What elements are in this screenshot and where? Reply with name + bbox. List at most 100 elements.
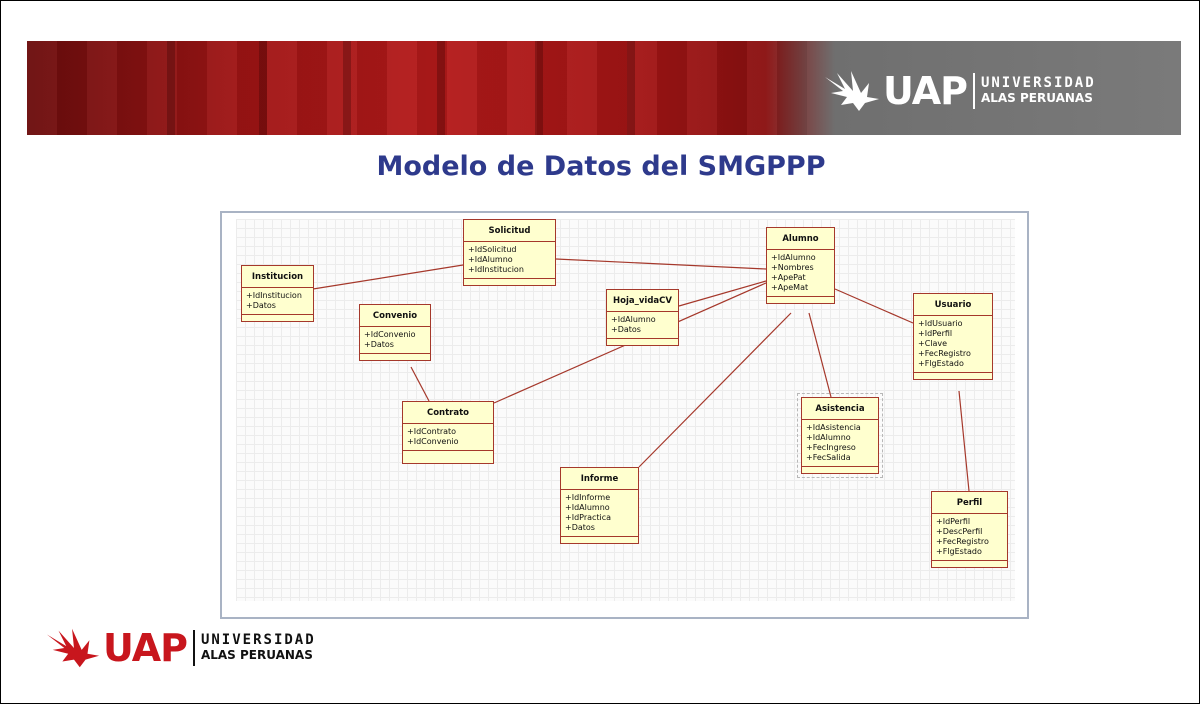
class-name: Usuario — [914, 294, 992, 316]
class-attribute: +IdInstitucion — [246, 291, 302, 300]
logo-line-2: ALAS PERUANAS — [200, 648, 313, 662]
class-attribute: +IdAlumno — [771, 253, 816, 262]
class-attribute: +Clave — [918, 339, 948, 348]
eagle-icon — [46, 628, 100, 668]
class-name: Asistencia — [802, 398, 878, 420]
banner-stripe — [167, 41, 175, 135]
class-name: Institucion — [242, 266, 313, 288]
class-attribute: +IdPractica — [565, 513, 612, 522]
class-attribute: +FlgEstado — [936, 547, 982, 556]
logo-divider — [972, 73, 975, 109]
class-attribute: +IdAlumno — [468, 255, 513, 264]
class-attribute: +DescPerfil — [936, 527, 983, 536]
class-operations — [932, 561, 1007, 567]
banner-stripe — [437, 41, 445, 135]
class-attribute: +IdPerfil — [918, 329, 953, 338]
class-operations — [561, 537, 638, 543]
class-attribute: +IdAlumno — [565, 503, 610, 512]
header-logo: UAP UNIVERSIDAD ALAS PERUANAS — [823, 67, 1143, 115]
class-operations — [802, 467, 878, 473]
class-attribute: +IdUsuario — [918, 319, 963, 328]
relation-solicitud-alumno — [555, 258, 767, 270]
class-operations — [242, 315, 313, 321]
class-attribute: +IdPerfil — [936, 517, 971, 526]
class-attributes: +IdAlumno +Datos — [607, 312, 678, 339]
logo-line-1: UNIVERSIDAD — [200, 632, 316, 648]
class-attributes: +IdSolicitud +IdAlumno +IdInstitucion — [464, 242, 555, 279]
header-banner — [27, 41, 1181, 135]
class-attribute: +IdSolicitud — [468, 245, 517, 254]
class-informe[interactable]: Informe +IdInforme +IdAlumno +IdPractica… — [560, 467, 639, 544]
class-attributes: +IdContrato +IdConvenio — [403, 424, 493, 451]
logo-line-2: ALAS PERUANAS — [980, 91, 1093, 105]
class-asistencia[interactable]: Asistencia +IdAsistencia +IdAlumno +FecI… — [797, 393, 883, 478]
logo-line-1: UNIVERSIDAD — [980, 75, 1096, 91]
class-attribute: +IdAlumno — [611, 315, 656, 324]
class-attribute: +FecRegistro — [936, 537, 989, 546]
relation-institucion-solicitud — [312, 264, 464, 290]
class-attributes: +IdPerfil +DescPerfil +FecRegistro +FlgE… — [932, 514, 1007, 561]
class-operations — [607, 339, 678, 345]
class-convenio[interactable]: Convenio +IdConvenio +Datos — [359, 304, 431, 361]
class-hoja-vidacv[interactable]: Hoja_vidaCV +IdAlumno +Datos — [606, 289, 679, 346]
class-operations — [360, 354, 430, 360]
logo-text: UAP — [103, 626, 188, 670]
class-attribute: +FlgEstado — [918, 359, 964, 368]
class-institucion[interactable]: Institucion +IdInstitucion +Datos — [241, 265, 314, 322]
logo-university-name: UNIVERSIDAD ALAS PERUANAS — [981, 76, 1096, 106]
class-operations — [767, 297, 834, 303]
class-attribute: +Datos — [611, 325, 641, 334]
class-attribute: +IdInforme — [565, 493, 611, 502]
class-attribute: +IdAsistencia — [806, 423, 861, 432]
class-attribute: +IdConvenio — [364, 330, 416, 339]
class-attribute: +IdInstitucion — [468, 265, 524, 274]
class-alumno[interactable]: Alumno +IdAlumno +Nombres +ApePat +ApeMa… — [766, 227, 835, 304]
class-attribute: +ApePat — [771, 273, 806, 282]
class-name: Convenio — [360, 305, 430, 327]
class-usuario[interactable]: Usuario +IdUsuario +IdPerfil +Clave +Fec… — [913, 293, 993, 380]
class-attributes: +IdAlumno +Nombres +ApePat +ApeMat — [767, 250, 834, 297]
banner-stripe — [259, 41, 267, 135]
class-attribute: +FecSalida — [806, 453, 851, 462]
class-attribute: +ApeMat — [771, 283, 809, 292]
class-attribute: +IdAlumno — [806, 433, 851, 442]
eagle-icon — [825, 71, 879, 111]
class-attributes: +IdConvenio +Datos — [360, 327, 430, 354]
class-name: Solicitud — [464, 220, 555, 242]
class-operations — [403, 451, 493, 463]
relation-usuario-perfil — [958, 390, 970, 492]
class-attribute: +IdConvenio — [407, 437, 459, 446]
class-name: Contrato — [403, 402, 493, 424]
class-name: Alumno — [767, 228, 834, 250]
class-operations — [914, 373, 992, 379]
relation-alumno-informe — [638, 312, 792, 468]
banner-texture — [27, 41, 807, 135]
relation-alumno-usuario — [834, 288, 914, 324]
class-perfil[interactable]: Perfil +IdPerfil +DescPerfil +FecRegistr… — [931, 491, 1008, 568]
class-attribute: +Nombres — [771, 263, 814, 272]
class-attribute: +Datos — [246, 301, 276, 310]
class-operations — [464, 279, 555, 285]
footer-logo: UAP UNIVERSIDAD ALAS PERUANAS — [45, 623, 345, 673]
banner-stripe — [535, 41, 543, 135]
class-contrato[interactable]: Contrato +IdContrato +IdConvenio — [402, 401, 494, 464]
class-attribute: +Datos — [364, 340, 394, 349]
class-attributes: +IdAsistencia +IdAlumno +FecIngreso +Fec… — [802, 420, 878, 467]
logo-text: UAP — [883, 69, 968, 113]
relation-hoja-alumno — [678, 280, 767, 307]
logo-divider — [192, 630, 195, 666]
class-solicitud[interactable]: Solicitud +IdSolicitud +IdAlumno +IdInst… — [463, 219, 556, 286]
class-name: Hoja_vidaCV — [607, 290, 678, 312]
relation-convenio-contrato — [410, 366, 430, 402]
class-attribute: +IdContrato — [407, 427, 457, 436]
class-attribute: +FecRegistro — [918, 349, 971, 358]
class-attributes: +IdInforme +IdAlumno +IdPractica +Datos — [561, 490, 638, 537]
banner-stripe — [627, 41, 635, 135]
class-attributes: +IdInstitucion +Datos — [242, 288, 313, 315]
relation-alumno-asistencia — [808, 312, 832, 398]
class-attribute: +FecIngreso — [806, 443, 856, 452]
class-name: Informe — [561, 468, 638, 490]
class-name: Perfil — [932, 492, 1007, 514]
